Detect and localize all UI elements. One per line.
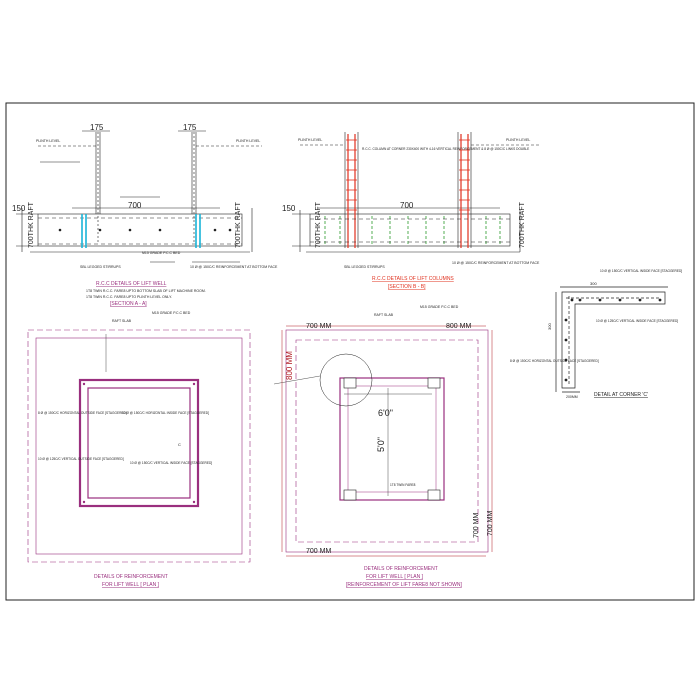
plan-right-subtitle: FOR LIFT WELL [ PLAN ] (366, 574, 424, 580)
section-aa-dim-175-left: 175 (90, 123, 104, 132)
plan-left-m15: M15 GRADE P.C.C BED (152, 311, 191, 315)
section-aa-raft-left: 700THK RAFT (28, 201, 35, 248)
section-bb-stirrups: SBL LEGGED STIRRUPS (344, 265, 385, 269)
section-aa-plinth-right: PLINTH LEVEL (236, 139, 260, 143)
section-bb-col-note: R.C.C. COLUMN AT CORNER 230X400 WITH 4-1… (362, 147, 529, 151)
plan-right-corner-blocks (343, 377, 441, 501)
corner-note2: 10 Ø @ 125C/C VERTICAL INSIDE FACE [STAG… (596, 319, 678, 323)
plan-right (273, 329, 489, 553)
plan-right-dim-bottom-right: 700 MM (473, 513, 480, 538)
section-bb-raft-left: 700THK RAFT (315, 201, 322, 248)
section-bb-dim-700: 700 (400, 201, 414, 210)
plan-left-title: DETAILS OF REINFORCEMENT (94, 574, 168, 580)
section-bb (292, 132, 540, 253)
plan-left-subtitle: FOR LIFT WELL [ PLAN ] (102, 582, 160, 588)
plan-right-dim-top-right: 800 MM (446, 323, 471, 330)
section-bb-plinth-right: PLINTH LEVEL (506, 138, 530, 142)
section-bb-raft-right: 700THK RAFT (519, 201, 526, 248)
plan-right-fare: 1T8 TWIN FARE8 (390, 483, 416, 487)
section-aa (16, 130, 262, 263)
plan-right-raft-slab: RAFT SLAB (374, 313, 394, 317)
section-bb-column-bars (347, 134, 469, 248)
section-bb-subtitle: [SECTION B - B] (388, 284, 426, 290)
plan-right-dims (281, 325, 493, 557)
corner-detail-bars (564, 298, 662, 382)
section-aa-bottom-mesh: 10 Ø @ 150C/C REINFORCEMENT AT BOTTOM FA… (190, 265, 278, 269)
plan-right-depth: 5'0" (376, 437, 386, 452)
plan-right-note: [REINFORCEMENT OF LIFT FARE8 NOT SHOWN] (346, 582, 462, 588)
section-bb-raft-bars (324, 216, 501, 244)
plan-right-m15: M15 GRADE P.C.C BED (420, 305, 459, 309)
section-bb-plinth-left: PLINTH LEVEL (298, 138, 322, 142)
corner-title: DETAIL AT CORNER 'C' (594, 392, 648, 398)
section-aa-title: R.C.C DETAILS OF LIFT WELL (96, 281, 167, 287)
plan-left-corner-bars (82, 382, 196, 504)
corner-note1: 10 Ø @ 150C/C VERTICAL INSIDE FACE [STAG… (600, 269, 682, 273)
plan-left-note-outside: 8 Ø @ 150C/C HORIZONTAL OUTSIDE FACE [ST… (38, 411, 127, 415)
plan-right-title: DETAILS OF REINFORCEMENT (364, 566, 438, 572)
plan-right-dim-right: 700 MM (487, 511, 494, 536)
plan-right-width: 6'0" (378, 408, 393, 418)
section-aa-note2: 1T8 TWIN R.C.C. FARE8 UPTO PLINTH LEVEL … (86, 295, 172, 299)
section-aa-subtitle: [SECTION A - A] (110, 301, 147, 307)
section-aa-raft-right: 700THK RAFT (235, 201, 242, 248)
section-aa-stirrup-dots (58, 228, 232, 232)
section-aa-stirrups: SBL LEGGED STIRRUPS (80, 265, 121, 269)
plan-left-label-c: C (178, 442, 181, 447)
corner-dim-200: 200MM (566, 395, 578, 399)
plan-right-dim-left: 800 MM (285, 351, 294, 380)
corner-note3: 8 Ø @ 150C/C HORIZONTAL OUTSIDE FACE [ST… (510, 359, 599, 363)
plan-left-note-vertical: 10 Ø @ 125C/C VERTICAL OUTSIDE FACE [STA… (38, 457, 124, 461)
section-aa-dim-700: 700 (128, 201, 142, 210)
section-aa-plinth-left: PLINTH LEVEL (36, 139, 60, 143)
section-bb-title: R.C.C DETAILS OF LIFT COLUMNS (372, 276, 454, 282)
plan-right-dim-top-left: 700 MM (306, 323, 331, 330)
plan-left-note-inside-v: 10 Ø @ 150C/C VERTICAL INSIDE FACE [STAG… (130, 461, 212, 465)
plan-left-raft-slab: RAFT SLAB (112, 319, 132, 323)
section-aa-dim-150: 150 (12, 204, 26, 213)
corner-detail (555, 286, 668, 393)
sheet-border (5, 102, 695, 601)
plan-left-note-inside: 10 Ø @ 150C/C HORIZONTAL INSIDE FACE [ST… (122, 411, 209, 415)
corner-dim-300-side: 300 (547, 323, 552, 330)
plan-right-dim-bottom-left: 700 MM (306, 548, 331, 555)
plan-left (27, 329, 251, 563)
section-aa-m15: M15 GRADE P.C.C BED (142, 251, 181, 255)
section-aa-dim-175-right: 175 (183, 123, 197, 132)
section-bb-bottom-mesh: 10 Ø @ 150C/C REINFORCEMENT AT BOTTOM FA… (452, 261, 540, 265)
section-bb-links (346, 139, 470, 211)
section-aa-note1: 1T8 TWIN R.C.C. FARE8 UPTO BOTTOM SLAB O… (86, 289, 206, 293)
section-bb-dashed (310, 218, 510, 243)
corner-dim-300-top: 300 (590, 281, 597, 286)
section-bb-dim-150: 150 (282, 204, 296, 213)
